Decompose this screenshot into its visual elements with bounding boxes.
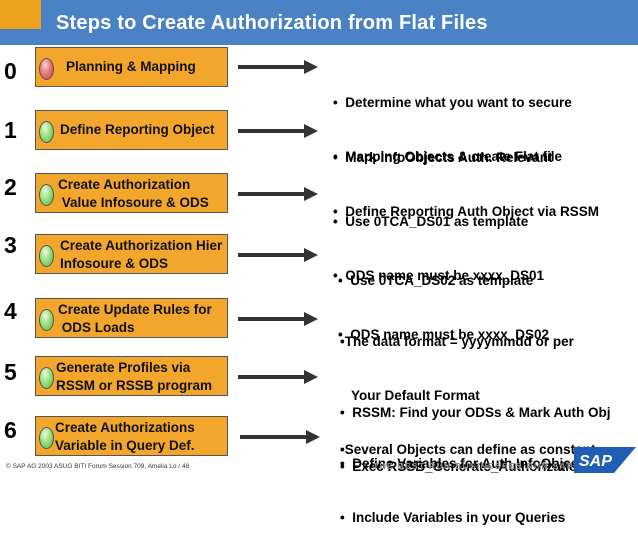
step-box-auth-variables: Create Authorizations Variable in Query … [35,416,228,456]
status-green-icon [39,184,54,206]
arrow-right-icon [238,187,318,201]
step-label: Create Authorization Hier Infosoure & OD… [60,238,223,271]
status-green-icon [39,121,54,143]
sap-logo: SAP [574,447,636,473]
step-notes: • RSSM: Find your ODSs & Mark Auth Obj •… [340,368,611,494]
header-bar: Steps to Create Authorization from Flat … [0,0,638,45]
arrow-right-icon [238,248,318,262]
footer-tagline: THE BEST-RUN BUSINESSES RUN SAP [373,461,574,471]
bullet-item: • ODS name must be xxxx_DS01 [333,268,545,283]
step-box-generate-profiles: Generate Profiles via RSSM or RSSB progr… [35,356,228,396]
step-label: Create Authorizations Variable in Query … [55,420,195,453]
step-label: Create Authorization Value Infosoure & O… [58,177,209,210]
bullet-item: Your Default Format [340,388,480,403]
bullet-item: • Exec RSSB_Generate_Authorizations [340,459,594,474]
step-notes: • Mark InfoObjects Auth. Relevant • Defi… [333,113,599,239]
step-label: Create Update Rules for ODS Loads [58,302,212,335]
status-green-icon [39,245,54,267]
step-number: 2 [4,174,17,200]
step-box-reporting-object: Define Reporting Object [35,110,228,150]
bullet-item: • Define Variables for Auth InfoObjects [340,456,591,471]
bullet-item: • RSSM: Find your ODSs & Mark Auth Obj [340,405,611,420]
step-box-value-infosource: Create Authorization Value Infosoure & O… [35,173,228,213]
step-number: 4 [4,298,17,324]
bullet-item: • Mark InfoObjects Auth. Relevant [333,150,553,165]
step-number: 6 [4,417,17,443]
bullet-item: •The data format = yyyymmdd or per [340,334,574,349]
step-notes: • Use 0TCA_DS01 as template • ODS name m… [333,177,544,303]
arrow-right-icon [238,124,318,138]
step-box-planning: Planning & Mapping [35,47,228,87]
step-label: Generate Profiles via RSSM or RSSB progr… [56,360,213,393]
step-label: Planning & Mapping [66,59,196,74]
arrow-right-icon [238,370,318,384]
bullet-item: • Use 0TCA_DS01 as template [333,214,529,229]
bullet-item: • Mapping Objects & create Flat file [333,149,563,164]
header-accent-square [0,0,41,29]
footer-copyright: © SAP AG 2003 ASUG BITI Forum Session 70… [6,463,190,470]
bullet-item: • Use 0TCA_DS02 as template [338,273,534,288]
step-notes: • Define Variables for Auth InfoObjects … [340,419,590,545]
arrow-right-icon [238,312,318,326]
step-number: 3 [4,232,17,258]
step-notes: • Use 0TCA_DS02 as template • ODS name m… [338,236,549,362]
step-label: Define Reporting Object [60,122,215,137]
status-green-icon [39,427,54,449]
step-number: 1 [4,117,17,143]
status-green-icon [39,309,54,331]
step-box-hier-infosource: Create Authorization Hier Infosoure & OD… [35,234,228,274]
arrow-right-icon [238,60,318,74]
arrow-right-icon [240,430,320,444]
status-green-icon [39,367,54,389]
bullet-item: • Determine what you want to secure [333,95,572,110]
step-number: 5 [4,359,17,385]
step-notes: • Determine what you want to secure • Ma… [333,58,572,184]
sap-logo-text: SAP [579,453,612,470]
bullet-item: • ODS name must be xxxx_DS02 [338,327,550,342]
step-box-update-rules: Create Update Rules for ODS Loads [35,298,228,338]
page-title: Steps to Create Authorization from Flat … [56,12,488,34]
bullet-item: • Define Reporting Auth Object via RSSM [333,204,599,219]
bullet-item: • Include Variables in your Queries [340,510,566,525]
status-red-icon [39,58,54,80]
step-number: 0 [4,58,17,84]
